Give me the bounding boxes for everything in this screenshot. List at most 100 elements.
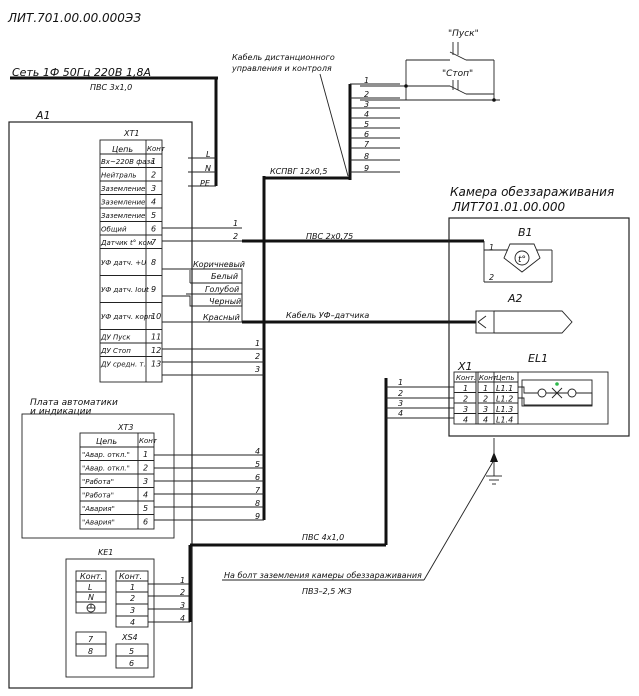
el1-row-contact: 4 [483,416,488,425]
xs4-left-8: 8 [88,647,93,656]
ke1-enclosure [65,558,155,678]
el1-head-circuit: Цепь [496,374,514,382]
x1-title: Х1 [457,360,473,373]
el1-enclosure [475,371,609,425]
remote-pin-label: 1 [364,76,369,85]
xt1-row-name: Заземление [101,185,145,193]
remote-cable-spec: КСПВГ 12х0,5 [270,167,327,176]
x1-rows: 1 23 4 [454,381,476,425]
el1-row-circuit: L1.4 [496,416,513,425]
chamber-input-wires: 1 234 [386,378,454,419]
ke1-right-row-2: 2 [130,594,135,603]
xt3-row-contact: 1 [143,450,148,459]
board-wire-label: 5 [255,460,260,469]
lamp-indicator-icon [555,382,559,386]
doc-code: ЛИТ.701.00.00.000ЭЗ [7,11,141,25]
el1-head-contact: Конт [479,374,498,382]
x1-row: 1 [463,384,468,393]
chamber-in-wire-label: 4 [398,409,403,418]
xt1-row-contact: 11 [151,333,161,342]
board-title-2: и индикации [30,407,91,417]
xt1-row-contact: 1 [151,157,156,166]
svg-text:t°: t° [518,255,526,265]
chamber-in-wire-label: 1 [398,378,403,387]
board-wire-label: 9 [255,512,260,521]
chamber-code: ЛИТ701.01.00.000 [451,200,565,214]
xt3-row-contact: 5 [143,504,148,513]
lnpe-pe: PE [200,179,211,188]
xs4-right-6: 6 [129,659,134,668]
el1-row-contact: 2 [483,395,488,404]
xt1-row-name: УФ датч. Iout [101,286,149,294]
supply-cable-spec: ПВС 3х1,0 [90,83,132,92]
temp-wire-1: 1 [233,219,238,228]
xt3-row-name: "Авария" [82,519,115,527]
uv-sensor-icon [475,310,573,334]
remote-cable-leader [319,73,349,177]
ke1-left-row-l: L [88,583,92,592]
board-title-1: Плата автоматики [30,398,118,408]
remote-pin-label: 4 [364,110,369,119]
b1-pin-1: 1 [489,243,494,252]
xt1-row-name: ДУ Пуск [100,334,131,342]
chamber-title: Камера обеззараживания [450,185,614,199]
xt3-title: ХТ3 [117,423,133,432]
xt1-row-name: ДУ средн. т. [100,361,146,369]
chamber-in-wire-label: 2 [398,389,403,398]
wire-red: Красный [203,313,240,322]
remote-pin-label: 3 [364,100,369,109]
xt3-row-contact: 3 [143,477,148,486]
x1-head: Конт. [456,374,476,382]
remote-pin-label: 2 [364,90,369,99]
earth-icon [486,438,502,485]
board-wire-label: 8 [255,499,260,508]
ke1-wire-label: 4 [180,614,185,623]
xt1-row-contact: 8 [151,258,156,267]
ground-symbol-icon [86,603,96,613]
board-wire-label: 4 [255,447,260,456]
xt3-row-name: "Работа" [82,478,114,486]
start-stop-switch-icon [360,42,500,102]
ke1-right-row-4: 4 [130,618,135,627]
el1-row-circuit: L1.1 [496,384,513,393]
ke1-left-row-n: N [88,593,94,602]
remote-pin-label: 7 [364,140,370,149]
stop-button-label: "Стоп" [442,69,473,79]
el1-row-circuit: L1.3 [496,405,513,414]
chamber-in-wire-label: 3 [398,399,403,408]
a1-label: А1 [35,109,51,122]
chamber-enclosure [448,217,630,437]
xt1-table [99,139,163,383]
xt1-row-name: УФ датч. корп. [101,313,155,321]
xt1-head-circuit: Цепь [112,145,133,154]
lamp-cable-spec: ПВС 4х1,0 [302,533,344,542]
remote-cable-title-2: управления и контроля [231,64,332,73]
remote-pin-label: 9 [364,164,369,173]
xt1-row-contact: 13 [151,360,161,369]
remote-pin-label: 5 [364,120,369,129]
xt3-row-contact: 6 [143,518,148,527]
xt3-row-contact: 4 [143,491,148,500]
ground-note: На болт заземления камеры обеззараживани… [224,571,422,580]
xt1-row-contact: 6 [151,225,156,234]
wire-blue: Голубой [205,285,239,294]
xt1-row-name: Нейтраль [101,172,137,180]
du-wire-3: 3 [255,365,260,374]
x1-row: 2 [463,395,468,404]
lnpe-n: N [205,164,211,173]
xt3-head-contact: Конт [139,437,158,445]
xt1-row-contact: 10 [151,312,161,321]
x1-row: 3 [463,405,468,414]
ke1-right-head: Конт. [119,572,142,581]
x1-row: 4 [463,416,468,425]
remote-pin-label: 8 [364,152,369,161]
start-button-label: "Пуск" [448,29,479,39]
ke1-wire-label: 1 [180,576,185,585]
uv-lamp-icon [518,379,593,407]
xt1-row-contact: 2 [151,171,156,180]
